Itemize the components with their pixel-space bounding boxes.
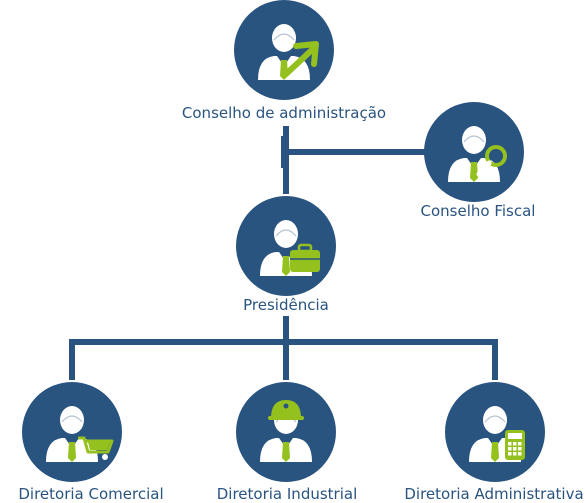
- tie-icon: [282, 256, 290, 276]
- tie-icon: [68, 442, 76, 462]
- person-head-icon: [60, 406, 84, 434]
- connectors: [69, 126, 498, 380]
- label-administrative: Diretoria Administrativa: [404, 485, 584, 503]
- label-commercial: Diretoria Comercial: [18, 485, 164, 503]
- node-fiscal: [424, 102, 524, 202]
- briefcase-icon: [290, 250, 320, 272]
- tie-icon: [470, 162, 478, 182]
- arrow-icon: [283, 41, 319, 77]
- tie-icon: [491, 442, 499, 462]
- person-head-icon: [274, 220, 298, 248]
- label-board: Conselho de administração: [181, 104, 387, 122]
- node-board: [234, 0, 334, 100]
- shopping-cart-icon: [78, 436, 114, 454]
- hard-hat-icon: [271, 400, 301, 418]
- node-administrative: [445, 382, 545, 482]
- label-fiscal: Conselho Fiscal: [420, 202, 536, 220]
- node-commercial: [22, 382, 122, 482]
- nodes: [22, 0, 545, 482]
- person-head-icon: [483, 406, 507, 434]
- magnifier-icon: [485, 145, 507, 167]
- tie-icon: [282, 442, 290, 462]
- person-head-icon: [462, 126, 486, 154]
- label-industrial: Diretoria Industrial: [216, 485, 358, 503]
- person-head-icon: [272, 24, 296, 52]
- label-presidency: Presidência: [243, 296, 329, 314]
- node-industrial: [236, 382, 336, 482]
- node-presidency: [236, 196, 336, 296]
